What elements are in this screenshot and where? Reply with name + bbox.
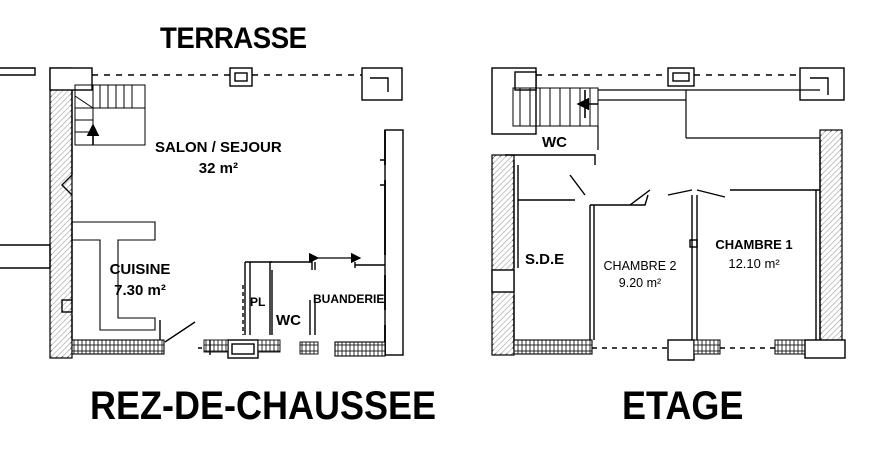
cuisine-area: 7.30 m² bbox=[114, 282, 166, 299]
left-exterior-wall bbox=[0, 67, 36, 76]
pl-label: PL bbox=[250, 295, 266, 309]
upper-floor-title: ETAGE bbox=[622, 384, 744, 428]
buanderie-label: BUANDERIE bbox=[313, 292, 385, 306]
chambre1-name: CHAMBRE 1 bbox=[715, 237, 793, 252]
staircase bbox=[74, 84, 146, 146]
upper-floor-plan bbox=[491, 67, 846, 361]
ground-wc-label: WC bbox=[276, 312, 301, 329]
kitchen-counter bbox=[71, 221, 156, 331]
staircase bbox=[512, 87, 599, 127]
terrace-label: TERRASSE bbox=[160, 22, 307, 55]
ground-floor-title: REZ-DE-CHAUSSEE bbox=[90, 384, 437, 428]
pl-cupboard bbox=[244, 261, 272, 335]
chambre1-label: CHAMBRE 1 12.10 m² bbox=[713, 238, 795, 270]
chambre1-area: 12.10 m² bbox=[728, 256, 780, 271]
salon-area: 32 m² bbox=[198, 160, 238, 177]
upper-wc-label: WC bbox=[542, 134, 567, 151]
sde-label: S.D.E bbox=[525, 251, 565, 268]
wc-door bbox=[569, 174, 586, 196]
salon-label: SALON / SEJOUR 32 m² bbox=[155, 140, 282, 176]
kitchen-door bbox=[164, 321, 196, 343]
cuisine-name: CUISINE bbox=[109, 261, 171, 278]
chambre2-name: CHAMBRE 2 bbox=[603, 259, 677, 273]
cuisine-label: CUISINE 7.30 m² bbox=[100, 262, 180, 298]
chambre2-label: CHAMBRE 2 9.20 m² bbox=[598, 260, 682, 289]
chambre2-area: 9.20 m² bbox=[618, 275, 662, 290]
ground-floor-plan bbox=[0, 67, 404, 359]
salon-name: SALON / SEJOUR bbox=[155, 139, 282, 156]
east-wall bbox=[361, 67, 403, 101]
